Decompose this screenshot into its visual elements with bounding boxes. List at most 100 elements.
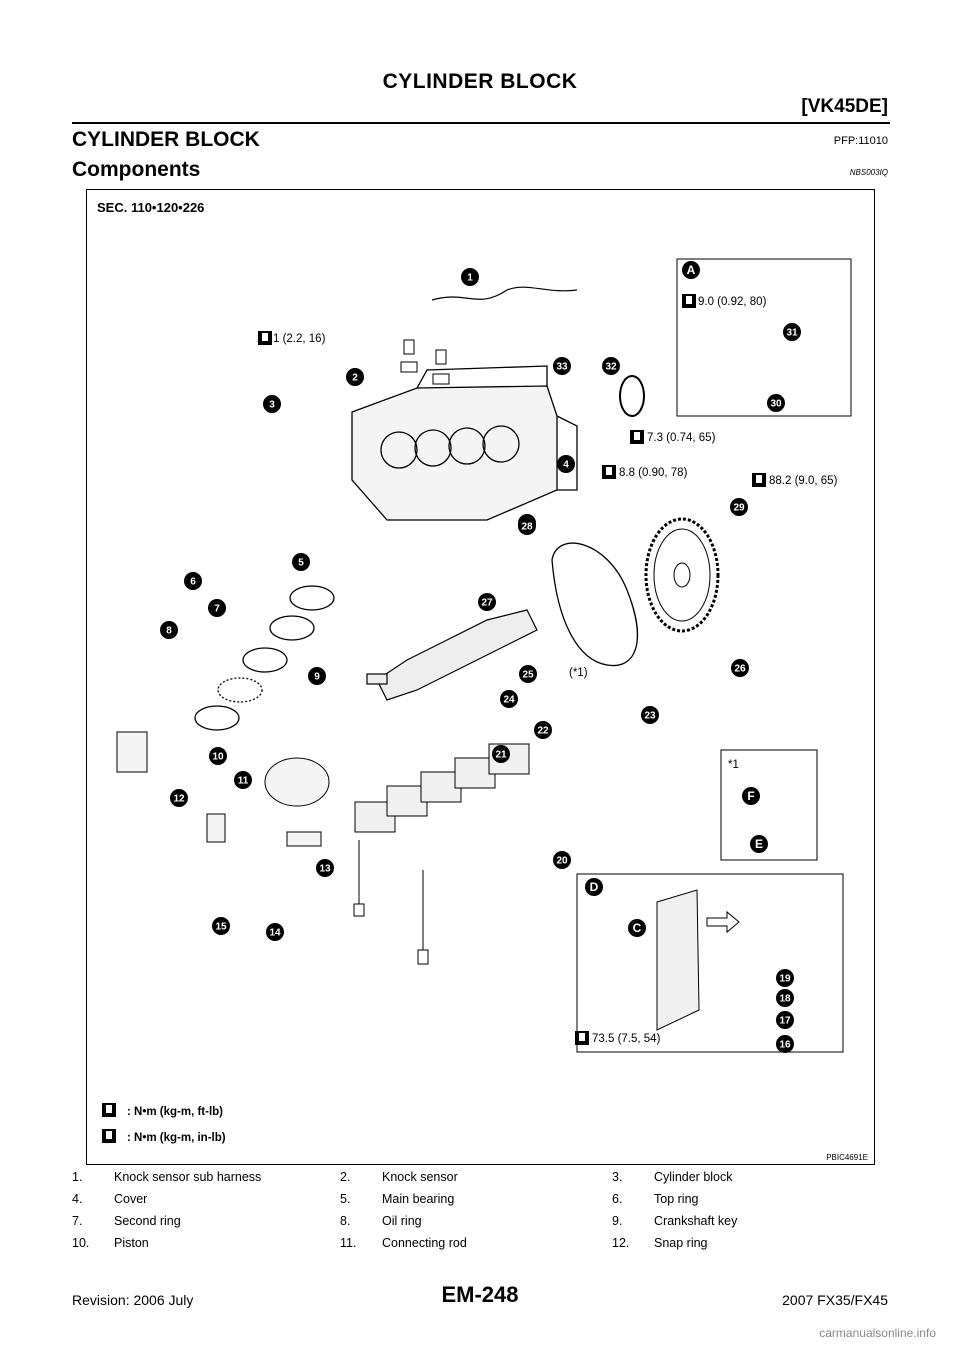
- watermark: carmanualsonline.info: [819, 1326, 936, 1340]
- callout-badge: [500, 690, 518, 708]
- torque-label-1: 21.1 (2.2, 16): [257, 333, 326, 345]
- torque-label-6: 73.5 (7.5, 54): [592, 1033, 661, 1045]
- callout-badge: [776, 1011, 794, 1029]
- callout-13: 13: [319, 864, 331, 875]
- footer-model: 2007 FX35/FX45: [782, 1292, 888, 1308]
- callout-17: 17: [779, 1016, 791, 1027]
- callout-badge: [557, 455, 575, 473]
- callout-badge: [534, 721, 552, 739]
- callout-badge: [783, 323, 801, 341]
- callout-22: 22: [537, 726, 549, 737]
- callout-26: 26: [734, 664, 746, 675]
- block-rear-drawing: [656, 889, 700, 1031]
- callout-a: A: [687, 263, 696, 277]
- legend-item: 1.Knock sensor sub harness: [72, 1170, 262, 1184]
- callout-badge: [776, 989, 794, 1007]
- callout-badge: [209, 747, 227, 765]
- callout-badge: [492, 745, 510, 763]
- cylinder-block-drawing: [351, 365, 578, 521]
- callout-badge: [478, 593, 496, 611]
- callout-badge: [767, 394, 785, 412]
- figure-code: PBIC4691E: [826, 1153, 868, 1162]
- bearing-caps-drawing: [354, 743, 530, 833]
- exploded-diagram: SEC. 110•120•226: [86, 189, 875, 1165]
- callout-badge: [316, 859, 334, 877]
- star-symbol: ★: [87, 190, 88, 191]
- gasket-drawing: [551, 542, 639, 667]
- callout-5: 5: [298, 558, 304, 569]
- legend-row: 7.Second ring 8.Oil ring 9.Crankshaft ke…: [72, 1211, 890, 1233]
- callout-18: 18: [779, 994, 791, 1005]
- callout-30: 30: [770, 399, 782, 410]
- callout-badge: [208, 599, 226, 617]
- callout-d: D: [590, 880, 599, 894]
- callout-badge: [553, 357, 571, 375]
- callout-c: C: [633, 921, 642, 935]
- piston-rings-drawing: [194, 585, 335, 731]
- legend-item: 8.Oil ring: [340, 1214, 422, 1228]
- callout-28: 28: [521, 522, 533, 533]
- callout-badge: [553, 851, 571, 869]
- callout-6: 6: [190, 577, 196, 588]
- callout-29: 29: [733, 503, 745, 514]
- knock-sensor-drawing: [400, 339, 450, 385]
- callout-20: 20: [556, 856, 568, 867]
- callout-e: E: [755, 837, 763, 851]
- callout-2: 2: [352, 373, 358, 384]
- callout-badge: [641, 706, 659, 724]
- main-bolts-drawing: [353, 840, 429, 965]
- callout-badge: [212, 917, 230, 935]
- section-title: CYLINDER BLOCK: [72, 128, 260, 151]
- legend-item: 11.Connecting rod: [340, 1236, 467, 1250]
- legend-item: 9.Crankshaft key: [612, 1214, 738, 1228]
- callout-badge: [308, 667, 326, 685]
- callout-10: 10: [212, 752, 224, 763]
- legend-item: 10.Piston: [72, 1236, 149, 1250]
- callout-badge: [776, 969, 794, 987]
- callout-25: 25: [522, 670, 534, 681]
- pfp-code: PFP:11010: [833, 135, 888, 147]
- callout-9: 9: [314, 672, 320, 683]
- callout-1: 1: [467, 273, 473, 284]
- direction-arrow-icon: [706, 910, 740, 934]
- callout-badge: [731, 659, 749, 677]
- torque-label-5: 88.2 (9.0, 65): [769, 475, 838, 487]
- sec-number: SEC. 110•120•226: [97, 200, 204, 215]
- inset-box-note: [720, 749, 818, 861]
- callout-14: 14: [269, 928, 281, 939]
- torque-label-3: 7.3 (0.74, 65): [647, 432, 716, 444]
- legend-nm: : N•m (kg-m, ft-lb): [127, 1106, 223, 1118]
- callout-31: 31: [786, 328, 798, 339]
- callout-4: 4: [563, 460, 569, 471]
- oil-seal-drawing: [619, 375, 645, 417]
- callout-badge: [519, 665, 537, 683]
- page-number: EM-248: [441, 1282, 519, 1307]
- header-title: CYLINDER BLOCK: [382, 70, 578, 93]
- callout-27: 27: [481, 598, 493, 609]
- callout-badge: [461, 268, 479, 286]
- legend-row: 4.Cover 5.Main bearing 6.Top ring: [72, 1189, 890, 1211]
- torque-label-2: 9.0 (0.92, 80): [698, 296, 767, 308]
- callout-3: 3: [269, 400, 275, 411]
- inset-box-a: [676, 258, 852, 417]
- callout-badge: [184, 572, 202, 590]
- inset-box-d: [576, 873, 844, 1053]
- note-25: (*1): [569, 667, 588, 679]
- callout-32: 32: [605, 362, 617, 373]
- callout-badge: [776, 1035, 794, 1053]
- legend-item: 7.Second ring: [72, 1214, 181, 1228]
- header-rule: [72, 122, 890, 124]
- callout-badge: [263, 395, 281, 413]
- callout-8: 8: [166, 626, 172, 637]
- callout-19: 19: [779, 974, 791, 985]
- legend-item: 4.Cover: [72, 1192, 148, 1206]
- component-legend: 1.Knock sensor sub harness 2.Knock senso…: [72, 1167, 890, 1255]
- sub-harness-drawing: [431, 286, 578, 301]
- callout-11: 11: [238, 776, 249, 787]
- footer-revision: Revision: 2006 July: [72, 1292, 194, 1308]
- drive-plate-drawing: [644, 517, 720, 633]
- note-box-label: *1: [728, 759, 739, 771]
- callout-21: 21: [495, 750, 507, 761]
- callout-12: 12: [173, 794, 185, 805]
- callout-7: 7: [214, 604, 220, 615]
